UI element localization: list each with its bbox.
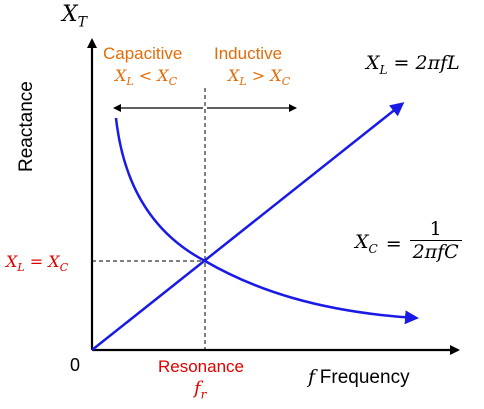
capacitive-reactance-curve (114, 117, 419, 325)
inductive-reactance-line (91, 102, 405, 351)
equality-label: XL = XC (6, 252, 69, 275)
y-axis-label: Reactance (16, 81, 37, 172)
inductive-reactance-formula: XL = 2πfL (366, 52, 460, 77)
capacitive-reactance-formula: XC = 1 2πfC (355, 218, 462, 263)
x-axis-symbol: f (308, 366, 316, 388)
formula-denominator: 2πfC (412, 241, 459, 263)
resonance-symbol: fr (194, 378, 207, 402)
y-axis-symbol: XT (62, 2, 88, 31)
inductive-region-title: Inductive (214, 44, 283, 63)
formula-numerator: 1 (429, 218, 442, 240)
capacitive-region-title: Capacitive (103, 44, 183, 63)
origin-label: 0 (70, 355, 81, 375)
resonance-title: Resonance (158, 357, 245, 376)
inductive-condition: XL > XC (228, 66, 291, 89)
capacitive-condition: XL < XC (115, 66, 178, 89)
x-axis-label: f Frequency (308, 366, 410, 388)
